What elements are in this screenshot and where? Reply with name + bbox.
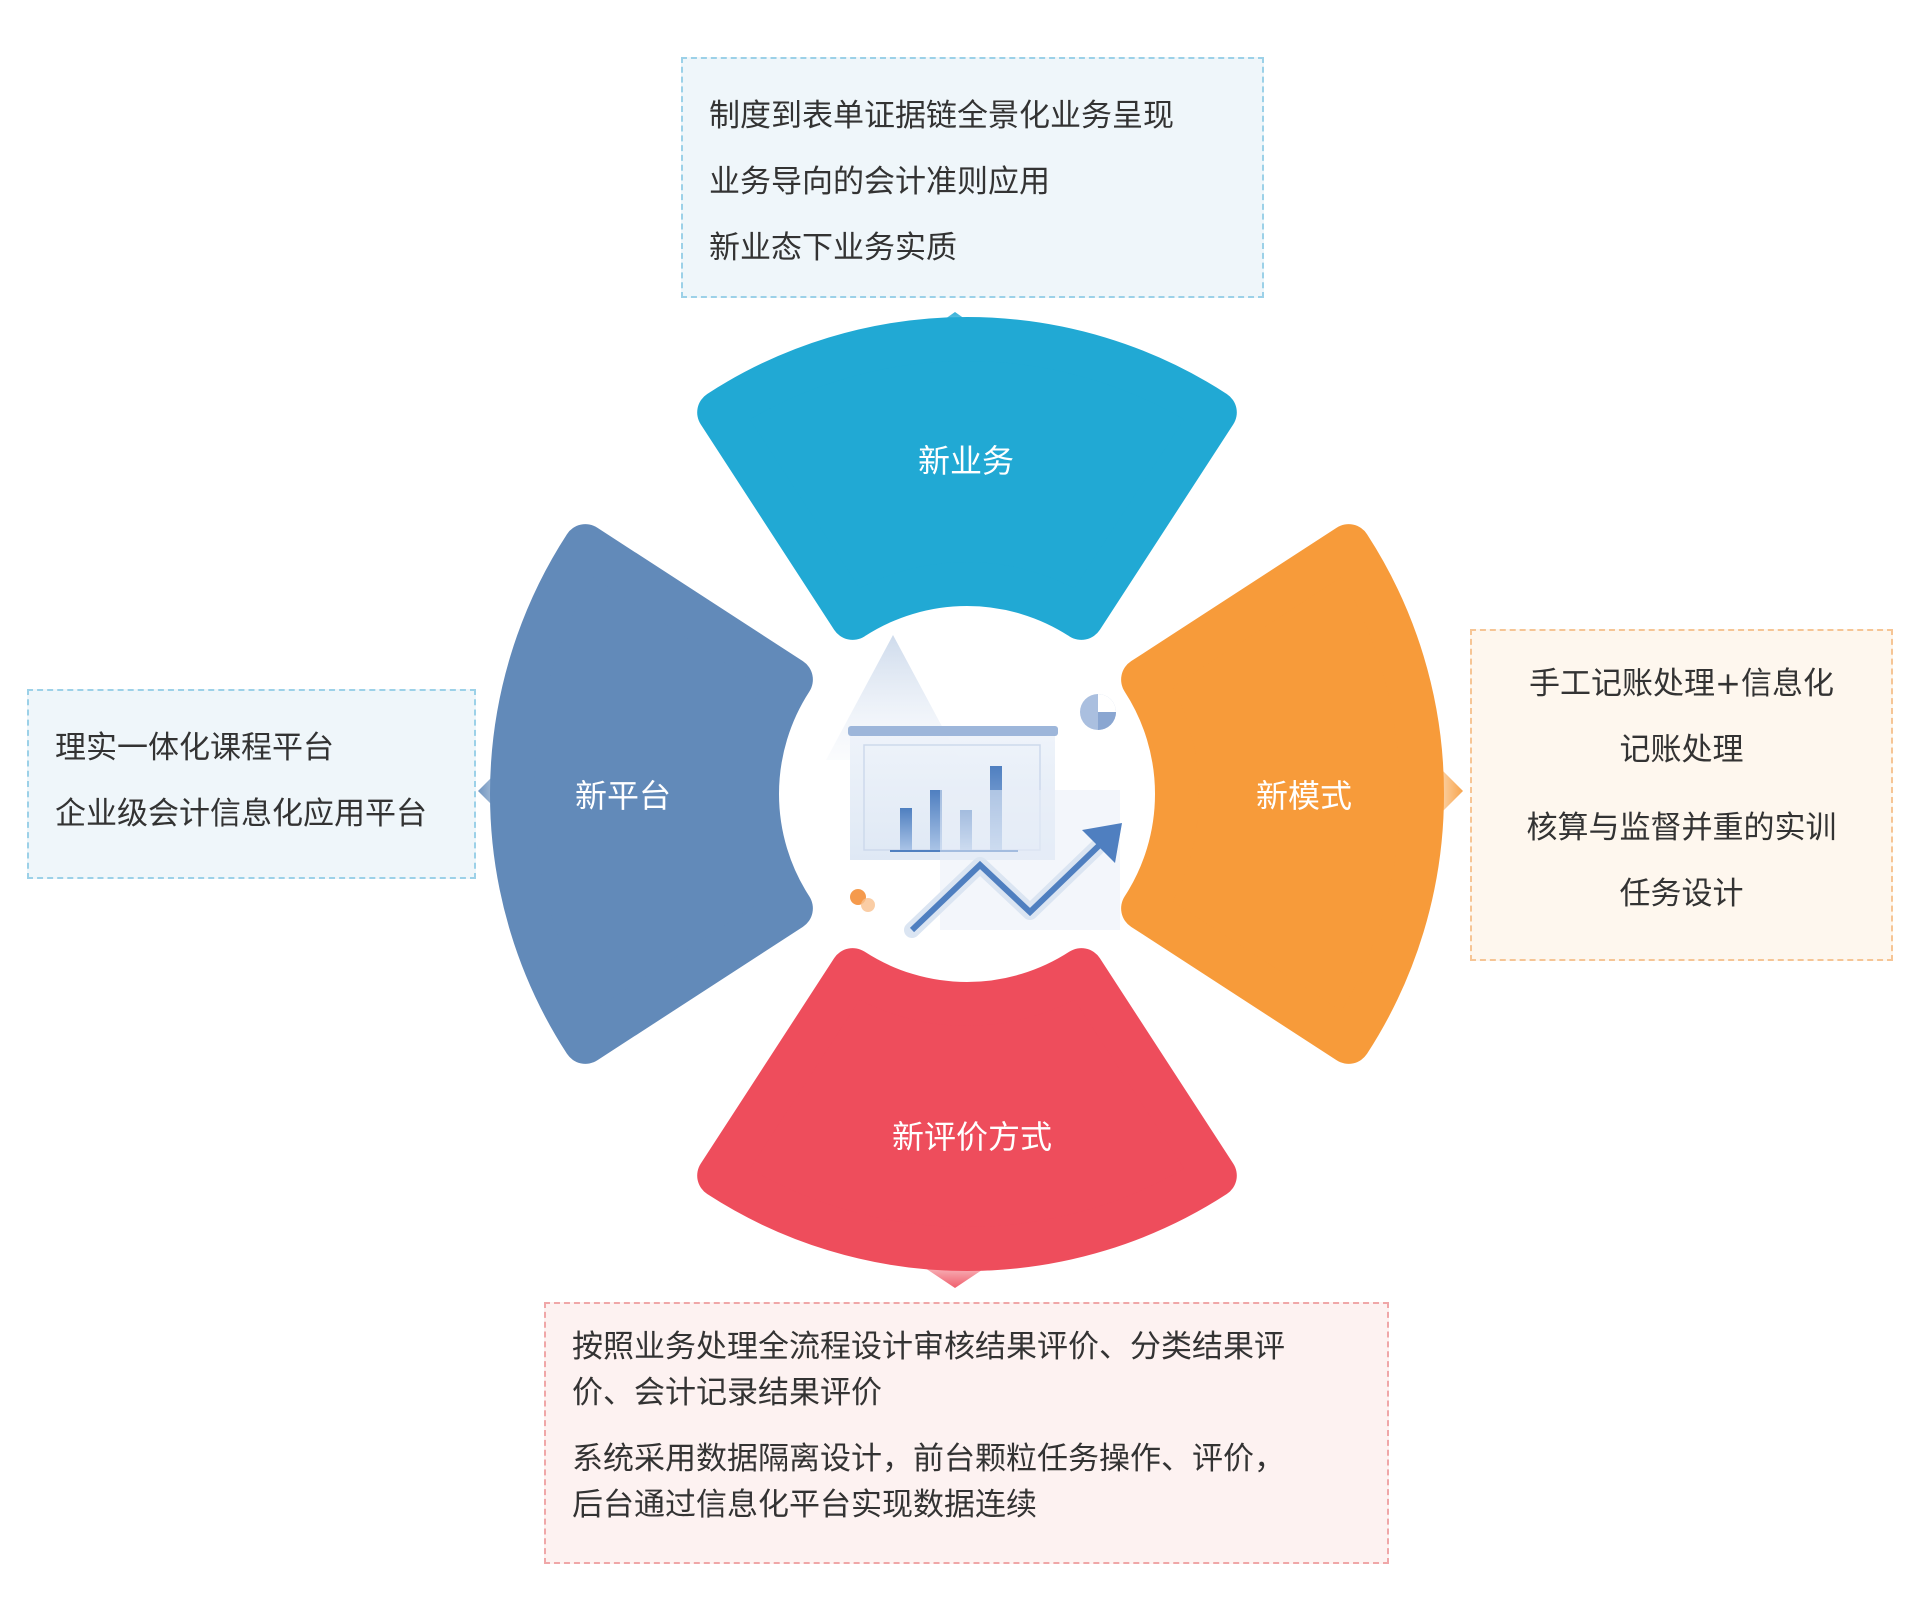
box-line: 后台通过信息化平台实现数据连续 (572, 1487, 1037, 1523)
segment-label-right: 新模式 (1255, 777, 1353, 815)
box-line: 企业级会计信息化应用平台 (55, 796, 427, 832)
arrow-down-icon (925, 1255, 985, 1288)
segment-top (697, 317, 1237, 640)
analytics-chart-icon (826, 635, 1122, 938)
segment-label-top: 新业务 (917, 442, 1015, 480)
segment-bottom (697, 948, 1237, 1272)
box-line: 按照业务处理全流程设计审核结果评价、分类结果评 (572, 1329, 1285, 1365)
arrow-right-icon (1425, 770, 1463, 812)
box-line: 记账处理 (1619, 732, 1744, 768)
box-line: 理实一体化课程平台 (55, 730, 334, 766)
segment-right (1121, 524, 1445, 1064)
segment-left (490, 524, 813, 1064)
box-line: 业务导向的会计准则应用 (709, 164, 1050, 200)
box-line: 制度到表单证据链全景化业务呈现 (709, 98, 1174, 134)
new-evaluation-description-box: 按照业务处理全流程设计审核结果评价、分类结果评 价、会计记录结果评价 系统采用数… (544, 1302, 1389, 1564)
box-line: 新业态下业务实质 (709, 230, 957, 266)
box-line: 任务设计 (1619, 876, 1744, 912)
new-mode-description-box: 手工记账处理+信息化 记账处理 核算与监督并重的实训 任务设计 (1470, 629, 1893, 961)
segment-label-bottom: 新评价方式 (891, 1118, 1053, 1156)
new-business-description-box: 制度到表单证据链全景化业务呈现 业务导向的会计准则应用 新业态下业务实质 (681, 57, 1264, 298)
segment-label-left: 新平台 (574, 777, 672, 815)
box-line: 手工记账处理+信息化 (1529, 666, 1834, 702)
box-line: 核算与监督并重的实训 (1526, 810, 1837, 846)
arrow-left-icon (478, 770, 516, 812)
box-line: 价、会计记录结果评价 (572, 1375, 882, 1411)
arrow-up-icon (925, 312, 985, 345)
box-line: 系统采用数据隔离设计，前台颗粒任务操作、评价， (572, 1441, 1285, 1477)
new-platform-description-box: 理实一体化课程平台 企业级会计信息化应用平台 (27, 689, 476, 879)
